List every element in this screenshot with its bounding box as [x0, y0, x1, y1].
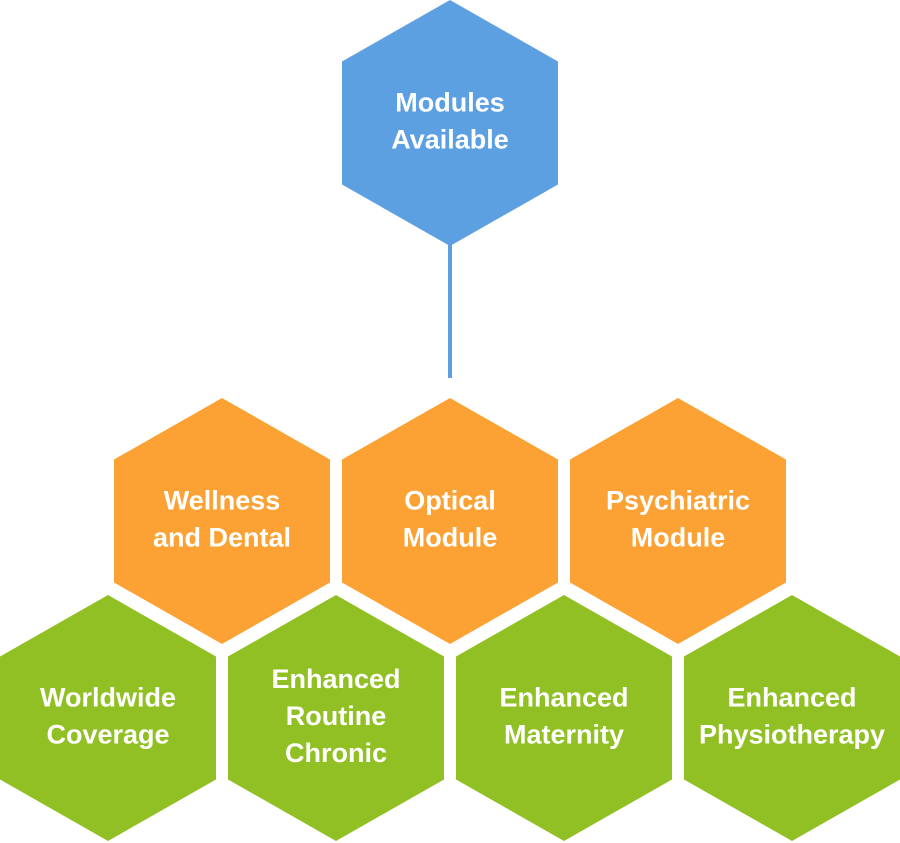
hex-label-worldwide-coverage-1: Worldwide [40, 683, 176, 713]
hex-label-optical-module-1: Optical [404, 486, 496, 516]
hex-label-enhanced-physiotherapy-1: Enhanced [727, 683, 856, 713]
hex-label-enhanced-maternity-2: Maternity [504, 720, 624, 750]
hex-shape-enhanced-routine-chronic [228, 595, 444, 841]
hex-label-modules-available-1: Modules [395, 88, 505, 118]
hex-shape-modules-available [342, 0, 558, 246]
hex-label-wellness-and-dental-1: Wellness [164, 486, 281, 516]
hex-label-enhanced-physiotherapy-2: Physiotherapy [699, 720, 885, 750]
hex-label-enhanced-routine-chronic-2: Routine [286, 701, 387, 731]
hex-label-psychiatric-module-1: Psychiatric [606, 486, 750, 516]
hex-label-psychiatric-module-2: Module [631, 523, 726, 553]
hex-shape-wellness-and-dental [114, 398, 330, 644]
hex-shape-enhanced-physiotherapy [684, 595, 900, 841]
hex-wellness-and-dental: Wellness and Dental [114, 398, 330, 644]
hex-shape-worldwide-coverage [0, 595, 216, 841]
hex-shape-psychiatric-module [570, 398, 786, 644]
hex-label-enhanced-routine-chronic-1: Enhanced [271, 664, 400, 694]
hex-shape-enhanced-maternity [456, 595, 672, 841]
hex-label-wellness-and-dental-2: and Dental [153, 523, 291, 553]
hex-label-worldwide-coverage-2: Coverage [46, 720, 169, 750]
hex-label-modules-available-2: Available [391, 125, 509, 155]
hex-label-optical-module-2: Module [403, 523, 498, 553]
hex-label-enhanced-maternity-1: Enhanced [499, 683, 628, 713]
hex-label-enhanced-routine-chronic-3: Chronic [285, 738, 387, 768]
hex-shape-optical-module [342, 398, 558, 644]
